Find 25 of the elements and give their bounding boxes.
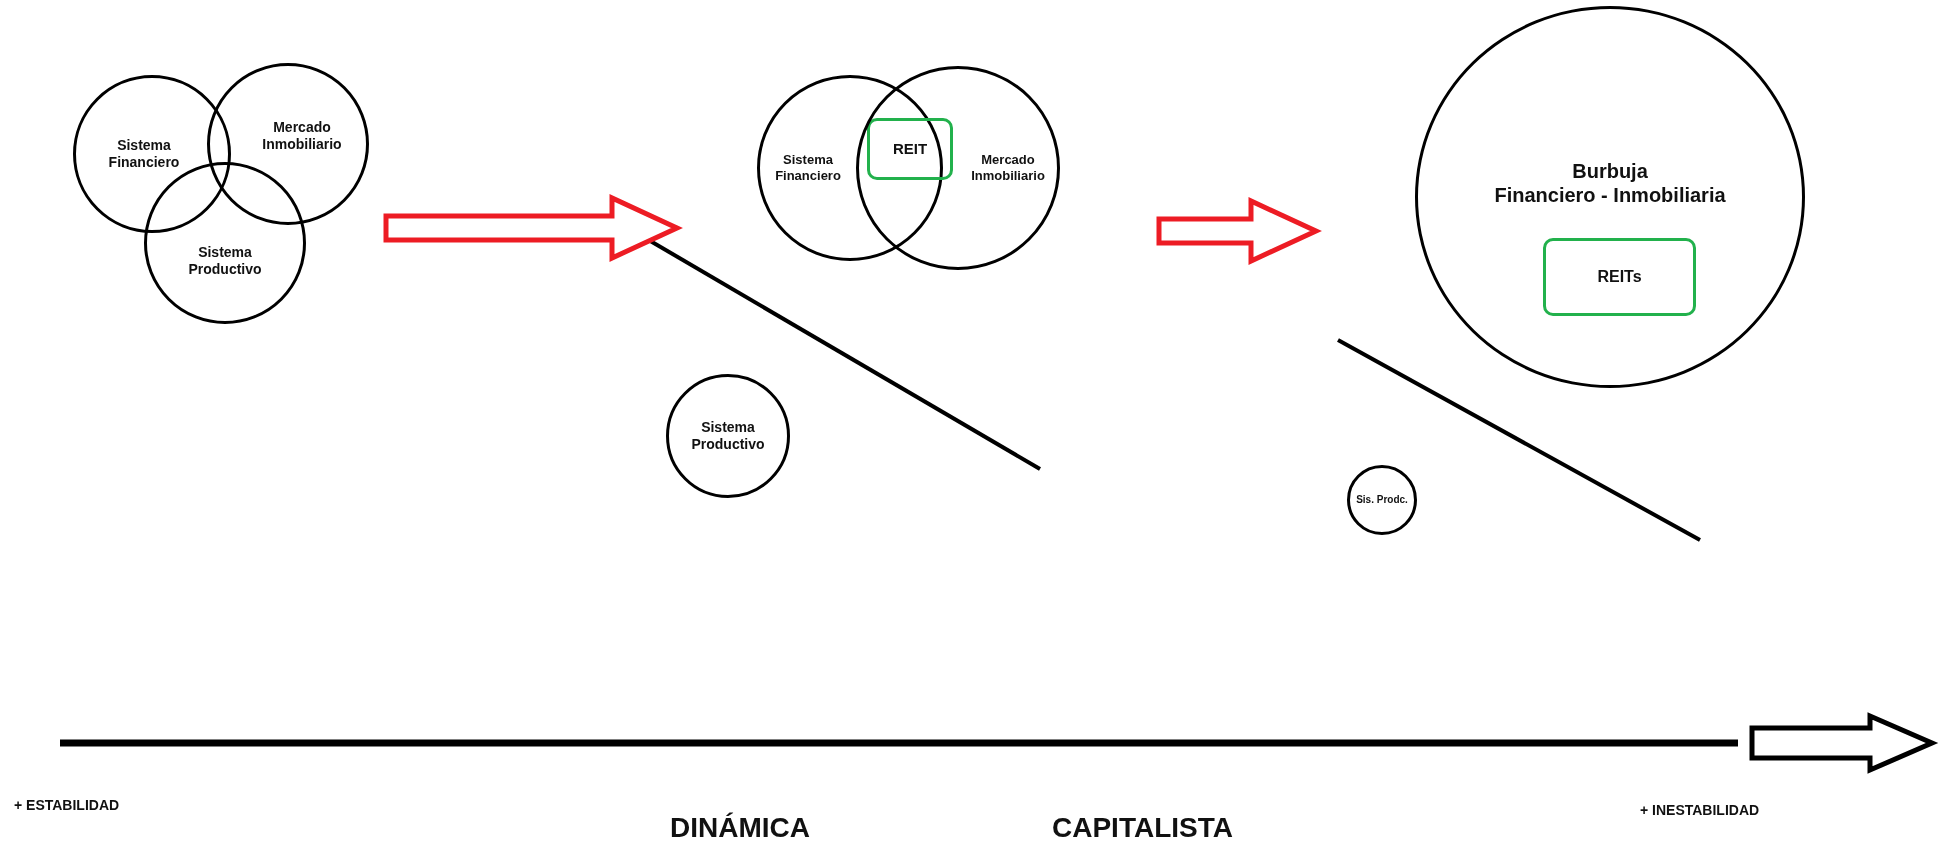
circle-node <box>757 75 943 261</box>
circle-node <box>73 75 231 233</box>
node-label: Mercado Inmobiliario <box>970 152 1046 184</box>
node-label: REIT <box>892 140 928 158</box>
circle-node <box>856 66 1060 270</box>
circle-node <box>207 63 369 225</box>
block-arrow <box>383 194 683 262</box>
node-label: REITs <box>1597 267 1642 287</box>
node-label: Mercado Inmobiliario <box>261 119 343 153</box>
circle-node <box>1347 465 1417 535</box>
node-label: Sistema Productivo <box>690 419 766 453</box>
node-label: Sistema Financiero <box>107 137 181 171</box>
node-label: Sistema Productivo <box>187 244 263 278</box>
node-label: Financiero - Inmobiliaria <box>1494 183 1726 207</box>
axis-label: + ESTABILIDAD <box>14 797 120 813</box>
axis-label: + INESTABILIDAD <box>1640 802 1760 818</box>
node-label: Sistema Financiero <box>774 152 842 184</box>
circle-node <box>1415 6 1805 388</box>
block-arrow <box>1156 197 1322 265</box>
axis-label: DINÁMICA <box>670 812 810 844</box>
axis-label: CAPITALISTA <box>1052 812 1233 844</box>
circle-node <box>666 374 790 498</box>
rounded-box <box>1543 238 1696 316</box>
node-label: Sis. Prodc. <box>1356 494 1408 506</box>
node-label: Burbuja <box>1572 159 1648 183</box>
